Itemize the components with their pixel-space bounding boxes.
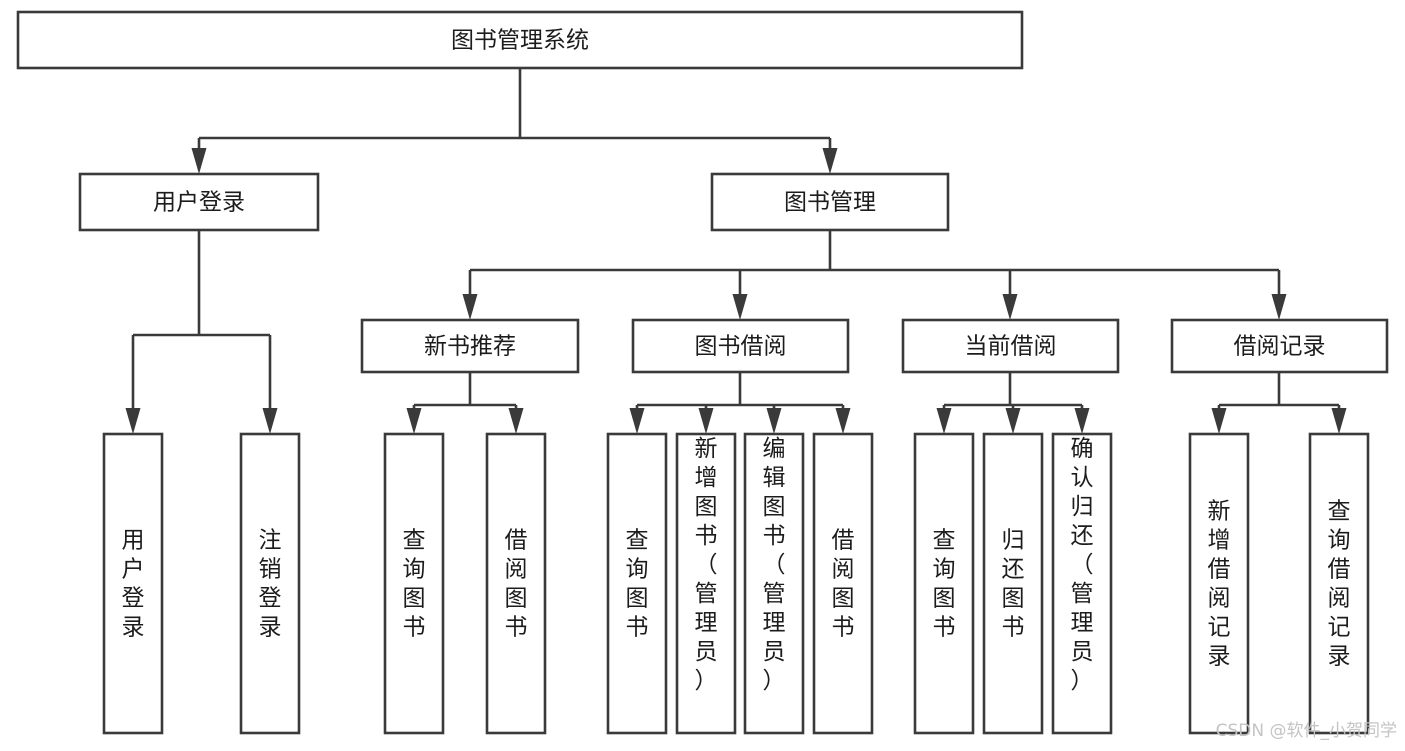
- connector-current-to-leaves: [936, 372, 1090, 434]
- node-label: 查询借阅记录: [1328, 499, 1351, 670]
- connector-root-to-level1: [191, 68, 838, 174]
- node-label: 用户登录: [122, 528, 145, 641]
- node-box[interactable]: [360, 318, 580, 374]
- node-leaf-borrow-book-2[interactable]: 借阅图书: [812, 432, 874, 735]
- arrow-head-icon: [822, 148, 838, 174]
- node-box[interactable]: [16, 10, 1024, 70]
- arrow-head-icon: [732, 294, 748, 320]
- node-box[interactable]: [383, 432, 445, 735]
- node-label: 用户登录: [153, 190, 245, 216]
- node-box[interactable]: [631, 318, 850, 374]
- node-leaf-borrow-book-1[interactable]: 借阅图书: [485, 432, 547, 735]
- node-box[interactable]: [812, 432, 874, 735]
- node-box[interactable]: [1051, 432, 1113, 735]
- node-box[interactable]: [710, 172, 950, 232]
- arrow-head-icon: [766, 408, 782, 434]
- node-box[interactable]: [485, 432, 547, 735]
- node-label: 新增借阅记录: [1208, 499, 1231, 670]
- arrow-head-icon: [1002, 294, 1018, 320]
- node-label: 查询图书: [626, 528, 649, 641]
- arrow-head-icon: [1271, 294, 1287, 320]
- node-bookmgmt[interactable]: 图书管理: [710, 172, 950, 232]
- node-newbook[interactable]: 新书推荐: [360, 318, 580, 374]
- arrow-head-icon: [835, 408, 851, 434]
- node-leaf-user-logout[interactable]: 注销登录: [239, 432, 301, 735]
- node-box[interactable]: [1308, 432, 1370, 735]
- node-label: 确认归还（管理员）: [1071, 436, 1094, 694]
- arrow-head-icon: [406, 408, 422, 434]
- node-leaf-edit-book[interactable]: 编辑图书（管理员）: [743, 432, 805, 735]
- arrow-head-icon: [1005, 408, 1021, 434]
- node-root[interactable]: 图书管理系统: [16, 10, 1024, 70]
- arrow-head-icon: [629, 408, 645, 434]
- node-leaf-query-book-2[interactable]: 查询图书: [606, 432, 668, 735]
- connectors-layer: [125, 68, 1347, 434]
- node-record[interactable]: 借阅记录: [1170, 318, 1389, 374]
- node-label: 图书管理系统: [451, 28, 589, 54]
- node-label: 查询图书: [933, 528, 956, 641]
- node-label: 新增图书（管理员）: [695, 436, 718, 694]
- node-box[interactable]: [606, 432, 668, 735]
- node-login[interactable]: 用户登录: [78, 172, 320, 232]
- node-current[interactable]: 当前借阅: [901, 318, 1120, 374]
- node-label: 查询图书: [403, 528, 426, 641]
- connector-borrow-to-leaves: [629, 372, 851, 434]
- node-leaf-add-book[interactable]: 新增图书（管理员）: [675, 432, 737, 735]
- node-borrow[interactable]: 图书借阅: [631, 318, 850, 374]
- node-label: 新书推荐: [424, 334, 516, 360]
- arrow-head-icon: [698, 408, 714, 434]
- node-box[interactable]: [913, 432, 975, 735]
- node-leaf-return-book[interactable]: 归还图书: [982, 432, 1044, 735]
- connector-login-to-leaves: [125, 230, 278, 434]
- arrow-head-icon: [1074, 408, 1090, 434]
- node-leaf-query-book-1[interactable]: 查询图书: [383, 432, 445, 735]
- node-label: 注销登录: [259, 528, 282, 641]
- node-box[interactable]: [78, 172, 320, 232]
- arrow-head-icon: [508, 408, 524, 434]
- node-leaf-query-record[interactable]: 查询借阅记录: [1308, 432, 1370, 735]
- node-label: 借阅记录: [1234, 334, 1326, 360]
- node-label: 借阅图书: [832, 528, 855, 641]
- arrow-head-icon: [191, 148, 207, 174]
- node-leaf-add-record[interactable]: 新增借阅记录: [1188, 432, 1250, 735]
- node-label: 当前借阅: [965, 334, 1057, 360]
- node-box[interactable]: [982, 432, 1044, 735]
- node-box[interactable]: [1170, 318, 1389, 374]
- node-label: 归还图书: [1002, 528, 1025, 641]
- nodes-layer: 图书管理系统用户登录图书管理新书推荐图书借阅当前借阅借阅记录用户登录注销登录查询…: [16, 10, 1389, 735]
- arrow-head-icon: [1331, 408, 1347, 434]
- node-box[interactable]: [743, 432, 805, 735]
- connector-bookmgmt-to-level2: [462, 230, 1287, 320]
- node-label: 图书管理: [784, 190, 876, 216]
- node-box[interactable]: [675, 432, 737, 735]
- node-label: 图书借阅: [695, 334, 787, 360]
- node-label: 编辑图书（管理员）: [763, 436, 786, 694]
- arrow-head-icon: [262, 408, 278, 434]
- node-box[interactable]: [1188, 432, 1250, 735]
- arrow-head-icon: [936, 408, 952, 434]
- node-leaf-query-book-3[interactable]: 查询图书: [913, 432, 975, 735]
- node-box[interactable]: [239, 432, 301, 735]
- node-leaf-confirm-return[interactable]: 确认归还（管理员）: [1051, 432, 1113, 735]
- arrow-head-icon: [1211, 408, 1227, 434]
- node-label: 借阅图书: [505, 528, 528, 641]
- connector-record-to-leaves: [1211, 372, 1347, 434]
- node-box[interactable]: [102, 432, 164, 735]
- arrow-head-icon: [125, 408, 141, 434]
- node-leaf-user-login[interactable]: 用户登录: [102, 432, 164, 735]
- arrow-head-icon: [462, 294, 478, 320]
- connector-newbook-to-leaves: [406, 372, 524, 434]
- node-box[interactable]: [901, 318, 1120, 374]
